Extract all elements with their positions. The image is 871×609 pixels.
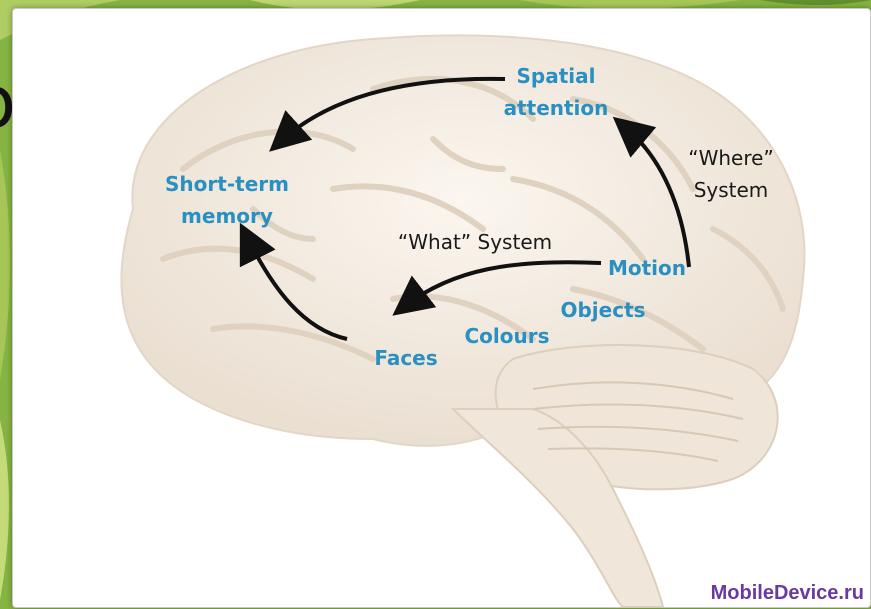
label-memory: memory — [181, 204, 273, 228]
brain-diagram: Spatial attention Short-term memory “Whe… — [13, 9, 870, 607]
label-short-term: Short-term — [165, 172, 289, 196]
label-faces: Faces — [374, 346, 437, 370]
watermark-text: MobileDevice.ru — [711, 582, 864, 605]
brain-illustration — [121, 35, 804, 607]
label-objects: Objects — [560, 298, 645, 322]
label-what-system: “What” System — [398, 230, 552, 254]
label-motion: Motion — [608, 256, 686, 280]
label-spatial: Spatial — [517, 64, 596, 88]
label-attention: attention — [504, 96, 609, 120]
label-where-system: System — [694, 178, 769, 202]
label-where: “Where” — [688, 146, 774, 170]
label-colours: Colours — [464, 324, 549, 348]
brain-diagram-card: Spatial attention Short-term memory “Whe… — [12, 8, 871, 608]
